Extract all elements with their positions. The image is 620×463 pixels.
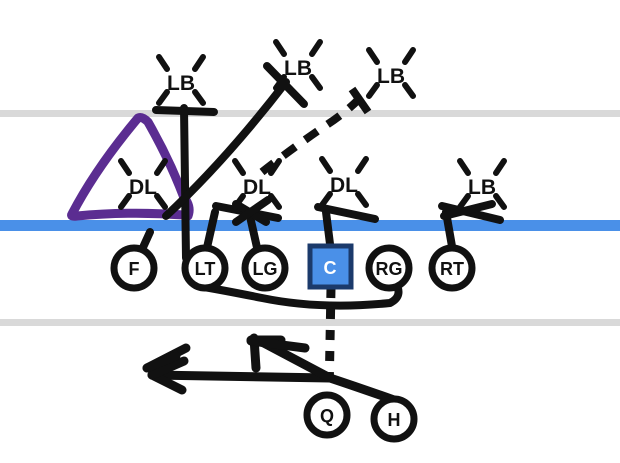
player-label: RG	[376, 259, 403, 279]
starburst-icon	[156, 54, 206, 106]
sweep-branch-tip	[246, 336, 310, 353]
sweep-main-left	[147, 370, 335, 383]
defender-dl-right[interactable]: DL	[319, 156, 369, 208]
player-label: RT	[440, 259, 464, 279]
player-f[interactable]: F	[110, 244, 158, 292]
block-f-to-lb-middle	[162, 78, 290, 220]
defender-label: LB	[284, 57, 312, 80]
starburst-icon	[366, 47, 416, 99]
block-c-to-dl-right	[322, 208, 334, 248]
blocking-lines	[136, 62, 504, 310]
player-c[interactable]: C	[307, 243, 354, 290]
defender-label: LB	[167, 72, 195, 95]
line-of-scrimmage	[0, 220, 620, 231]
field-lines	[0, 110, 620, 326]
upper-yard-line	[0, 110, 620, 117]
defender-lb-edge[interactable]: LB	[457, 158, 507, 210]
player-label: LT	[195, 259, 216, 279]
defender-label: LB	[468, 176, 496, 199]
defender-dl-left[interactable]: DL	[118, 158, 168, 210]
defender-label: DL	[129, 176, 157, 199]
defender-dl-middle[interactable]: DL	[232, 158, 282, 210]
lower-yard-line	[0, 319, 620, 326]
starburst-icon	[457, 158, 507, 210]
starburst-icon	[232, 158, 282, 210]
cap-lb-right	[348, 86, 372, 115]
defender-lb-middle[interactable]: LB	[273, 39, 323, 91]
player-q[interactable]: Q	[303, 391, 351, 439]
starburst-icon	[319, 156, 369, 208]
defender-label: DL	[243, 176, 271, 199]
highlight-annotation	[67, 113, 194, 221]
upper-left-arrow-head	[142, 351, 181, 373]
player-label: H	[388, 410, 401, 430]
player-h[interactable]: H	[370, 395, 418, 443]
block-cap-lb-middle	[263, 62, 308, 108]
defender-label: DL	[330, 174, 358, 197]
starburst-icon	[118, 158, 168, 210]
coverage-lines	[259, 86, 372, 176]
block-lg-to-dl-middle	[245, 208, 262, 256]
defender-lb-left[interactable]: LB	[156, 54, 206, 106]
player-rg[interactable]: RG	[365, 244, 413, 292]
starburst-icon	[273, 39, 323, 91]
player-rt[interactable]: RT	[428, 244, 476, 292]
block-cap-dl-right	[314, 203, 379, 223]
defender-lb-right[interactable]: LB	[366, 47, 416, 99]
player-label: F	[129, 259, 140, 279]
offense-players: F LT LG C RG RT	[110, 243, 476, 443]
block-cap-lb-left	[152, 106, 218, 116]
block-lt-to-lb-left	[180, 104, 190, 262]
block-cap-dl-left-2	[232, 196, 272, 226]
block-cap-lb-edge-2	[440, 200, 496, 220]
ball-carrier-path	[142, 333, 399, 405]
player-lt[interactable]: LT	[181, 244, 229, 292]
player-label: C	[324, 258, 337, 278]
defense-markers: LB LB LB	[118, 39, 507, 210]
sweep-arrowhead-lower-b	[147, 356, 189, 380]
player-label: LG	[253, 259, 278, 279]
defender-label: LB	[377, 65, 405, 88]
player-label: Q	[320, 406, 334, 426]
player-lg[interactable]: LG	[241, 244, 289, 292]
